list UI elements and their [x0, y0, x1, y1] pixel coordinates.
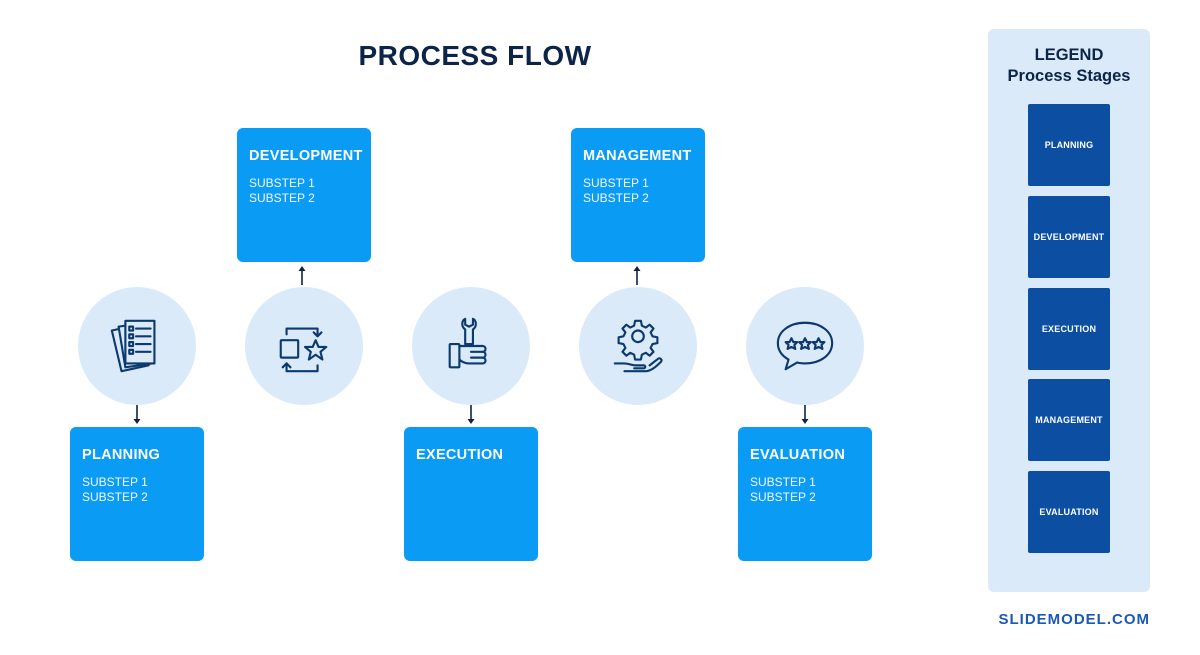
- stage-circle-management: [579, 287, 697, 405]
- substep: SUBSTEP 1: [750, 475, 816, 489]
- stage-title: PLANNING: [82, 447, 161, 463]
- stage-box-development: DEVELOPMENT SUBSTEP 1 SUBSTEP 2: [237, 128, 371, 262]
- substep: SUBSTEP 1: [249, 176, 315, 190]
- stage-substeps: SUBSTEP 1 SUBSTEP 2: [82, 475, 192, 505]
- substep: SUBSTEP 1: [82, 475, 148, 489]
- stage-circle-development: [245, 287, 363, 405]
- stage-substeps: SUBSTEP 1 SUBSTEP 2: [249, 176, 359, 206]
- stage-box-execution: EXECUTION: [404, 427, 538, 561]
- stage-circle-evaluation: [746, 287, 864, 405]
- stage-title: EXECUTION: [416, 447, 504, 463]
- legend-subheading: Process Stages: [1007, 67, 1131, 85]
- legend-item-evaluation: EVALUATION: [1028, 471, 1110, 553]
- stage-circle-execution: [412, 287, 530, 405]
- arrow-down: [467, 405, 475, 424]
- arrow-up: [298, 266, 306, 285]
- stage-circle-planning: [78, 287, 196, 405]
- legend-item-development: DEVELOPMENT: [1028, 196, 1110, 278]
- stage-box-management: MANAGEMENT SUBSTEP 1 SUBSTEP 2: [571, 128, 705, 262]
- documents-checklist-icon: [110, 319, 156, 373]
- stage-title: EVALUATION: [750, 447, 846, 463]
- arrow-down: [801, 405, 809, 424]
- stage-substeps: SUBSTEP 1 SUBSTEP 2: [583, 176, 693, 206]
- substep: SUBSTEP 2: [750, 490, 816, 504]
- substep: SUBSTEP 2: [249, 191, 315, 205]
- legend-item-planning: PLANNING: [1028, 104, 1110, 186]
- substep: SUBSTEP 1: [583, 176, 649, 190]
- stage-title: MANAGEMENT: [583, 148, 692, 164]
- arrow-up: [633, 266, 641, 285]
- substep: SUBSTEP 2: [82, 490, 148, 504]
- legend-item-management: MANAGEMENT: [1028, 379, 1110, 461]
- legend-item-execution: EXECUTION: [1028, 288, 1110, 370]
- stage-substeps: SUBSTEP 1 SUBSTEP 2: [750, 475, 860, 505]
- arrow-down: [133, 405, 141, 424]
- hand-gear-icon: [613, 319, 663, 373]
- stage-box-evaluation: EVALUATION SUBSTEP 1 SUBSTEP 2: [738, 427, 872, 561]
- speech-bubble-stars-icon: [776, 321, 834, 371]
- legend-title: LEGEND Process Stages: [988, 45, 1150, 87]
- page-title: PROCESS FLOW: [358, 40, 592, 71]
- legend-panel: LEGEND Process Stages PLANNING DEVELOPME…: [988, 29, 1150, 592]
- cycle-star-icon: [279, 327, 328, 373]
- stage-box-planning: PLANNING SUBSTEP 1 SUBSTEP 2: [70, 427, 204, 561]
- legend-heading: LEGEND: [1034, 46, 1104, 64]
- footer-brand: SLIDEMODEL.COM: [998, 611, 1150, 628]
- stage-title: DEVELOPMENT: [249, 148, 363, 164]
- substep: SUBSTEP 2: [583, 191, 649, 205]
- hand-wrench-icon: [448, 317, 487, 369]
